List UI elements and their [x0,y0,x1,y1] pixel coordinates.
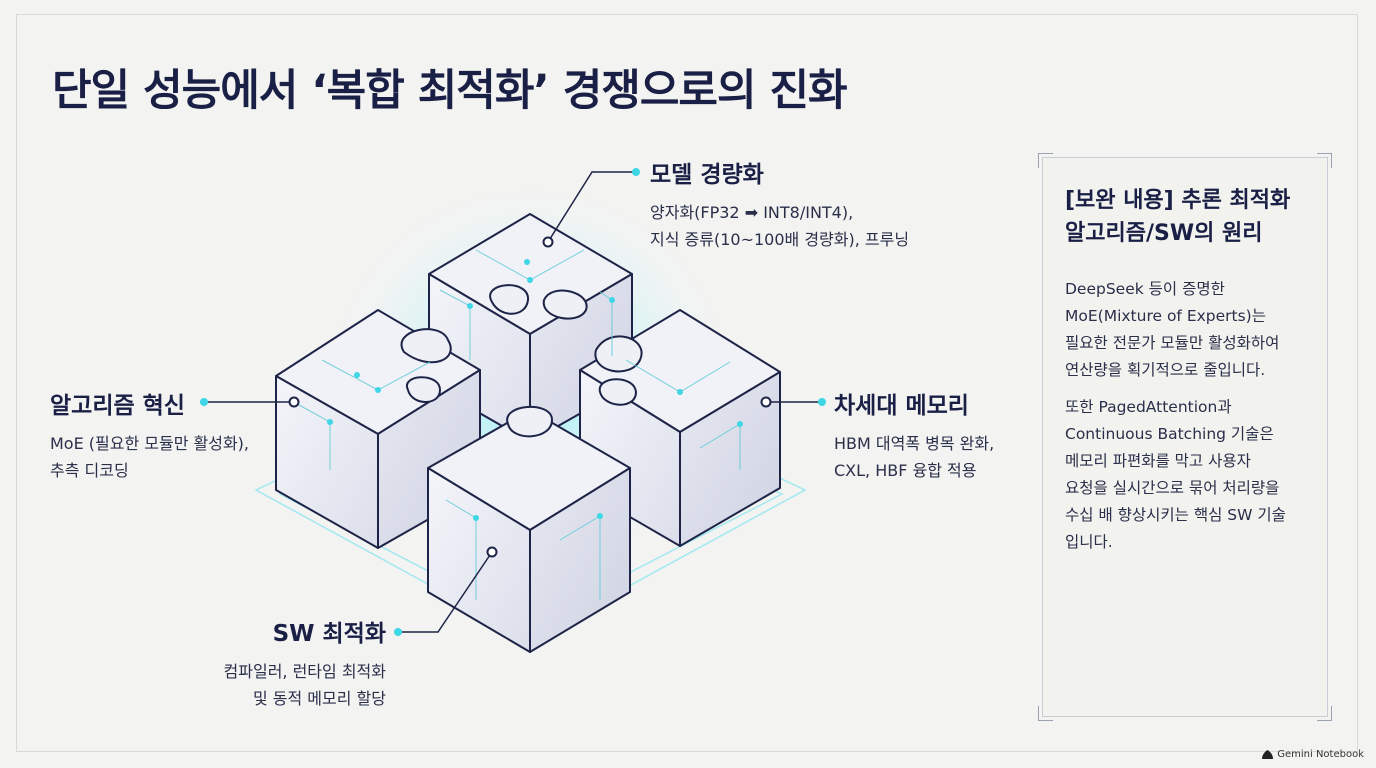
label-title: 차세대 메모리 [834,393,969,419]
node-dots [327,259,743,521]
label-desc: 양자화(FP32 ➡ INT8/INT4), 지식 증류(10~100배 경량화)… [650,199,909,253]
panel-corner [1038,153,1053,168]
label-desc-line: HBM 대역폭 병목 완화, [834,434,995,453]
label-desc-line: 추측 디코딩 [50,461,129,480]
callout-anchors [288,236,772,558]
label-desc-line: 및 동적 메모리 할당 [252,689,386,708]
label-desc: MoE (필요한 모듈만 활성화), 추측 디코딩 [50,430,249,484]
watermark-text: Gemini Notebook [1277,749,1364,760]
panel-corner [1038,706,1053,721]
supplement-panel: [보완 내용] 추론 최적화 알고리즘/SW의 원리 DeepSeek 등이 증… [1038,153,1332,721]
label-desc-line: MoE (필요한 모듈만 활성화), [50,434,250,453]
label-desc-line: 지식 증류(10~100배 경량화), 프루닝 [650,230,910,249]
panel-corner [1317,153,1332,168]
cube-bottom [427,409,631,653]
label-algorithm-innovation: 알고리즘 혁신 MoE (필요한 모듈만 활성화), 추측 디코딩 [50,386,249,484]
label-title: SW 최적화 [272,621,386,647]
label-next-gen-memory: 차세대 메모리 HBM 대역폭 병목 완화, CXL, HBF 융합 적용 [834,386,994,484]
watermark: Gemini Notebook [1262,749,1364,760]
callout-endpoints [200,168,826,636]
panel-paragraph: 또한 PagedAttention과 Continuous Batching 기… [1065,398,1286,551]
panel-paragraph: DeepSeek 등이 증명한 MoE(Mixture of Experts)는… [1065,280,1280,379]
label-desc: HBM 대역폭 병목 완화, CXL, HBF 융합 적용 [834,430,994,484]
callout-lines [204,171,822,633]
page-title: 단일 성능에서 ‘복합 최적화’ 경쟁으로의 진화 [52,66,848,116]
label-title: 알고리즘 혁신 [50,393,185,419]
panel-corner [1317,706,1332,721]
label-model-compression: 모델 경량화 양자화(FP32 ➡ INT8/INT4), 지식 증류(10~10… [650,155,909,253]
label-title: 모델 경량화 [650,162,764,188]
notebook-logo-icon [1262,750,1274,759]
slide-frame [16,14,1358,752]
panel-heading: [보완 내용] 추론 최적화 알고리즘/SW의 원리 [1065,188,1291,246]
label-desc-line: 양자화(FP32 ➡ INT8/INT4), [650,203,854,222]
label-desc-line: CXL, HBF 융합 적용 [834,461,977,480]
label-desc-line: 컴파일러, 런타임 최적화 [223,662,386,681]
